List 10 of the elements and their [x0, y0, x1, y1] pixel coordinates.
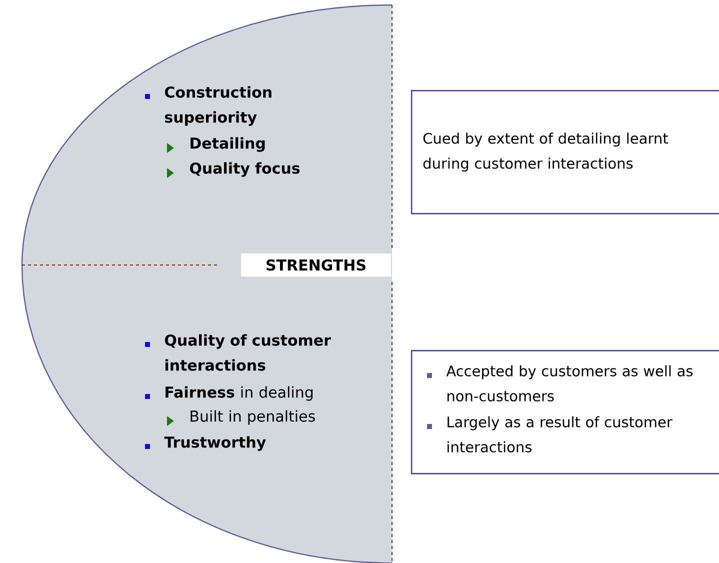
- list-item: Construction superiority: [145, 86, 272, 126]
- list-item: Built in penalties: [167, 410, 315, 426]
- list-item: Trustworthy: [145, 436, 266, 451]
- list-item: Accepted by customers as well as non-customers: [427, 365, 693, 402]
- list-item: Quality focus: [167, 162, 300, 178]
- list-item: Fairness in dealing: [145, 386, 313, 401]
- text-box: Cued by extent of detailing learnt during customer interactions: [411, 90, 719, 214]
- section-label: STRENGTHS: [241, 253, 391, 277]
- list-item: Detailing: [167, 137, 265, 153]
- list-item: Largely as a result of customer interactions: [427, 416, 672, 452]
